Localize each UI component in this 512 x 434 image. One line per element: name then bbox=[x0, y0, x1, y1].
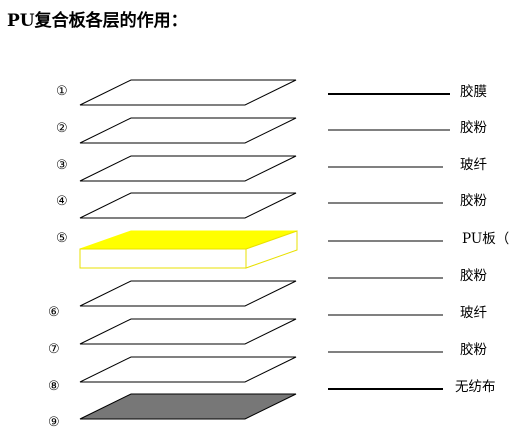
layer-1-sheet bbox=[79, 79, 297, 106]
layer-9-sheet bbox=[79, 393, 297, 420]
layer-2-number: ② bbox=[56, 121, 68, 136]
layer-3-number: ③ bbox=[56, 158, 68, 173]
layer-3-sheet bbox=[79, 155, 297, 182]
layer-5b: 胶粉 bbox=[328, 267, 487, 284]
page-title: PU复合板各层的作用： bbox=[7, 11, 188, 31]
layer-5: ⑤ PU板（ bbox=[56, 230, 509, 269]
layer-5b-label: 胶粉 bbox=[460, 267, 487, 284]
layer-7-sheet bbox=[79, 318, 297, 345]
layer-6: ⑥ 玻纤 bbox=[48, 280, 487, 321]
layer-7: ⑦ 胶粉 bbox=[48, 318, 487, 358]
layer-6-number: ⑥ bbox=[48, 305, 60, 320]
layer-7-label: 胶粉 bbox=[460, 341, 487, 358]
layer-6-label: 玻纤 bbox=[460, 305, 487, 321]
layer-8: ⑧ 无纺布 bbox=[48, 356, 496, 395]
layer-8-sheet bbox=[79, 356, 297, 383]
layer-2-label: 胶粉 bbox=[460, 119, 487, 136]
layer-1-label: 胶膜 bbox=[460, 83, 487, 100]
layer-8-number: ⑧ bbox=[48, 379, 60, 394]
layer-2: ② 胶粉 bbox=[56, 117, 487, 144]
layer-4-number: ④ bbox=[56, 194, 68, 209]
layer-5-label: PU板（ bbox=[462, 231, 509, 247]
layer-5-number: ⑤ bbox=[56, 231, 68, 246]
layer-4-sheet bbox=[79, 192, 297, 219]
layer-1-number: ① bbox=[56, 84, 68, 99]
layer-9-number: ⑨ bbox=[48, 415, 60, 430]
layer-1: ① 胶膜 bbox=[56, 79, 487, 106]
layer-4-label: 胶粉 bbox=[460, 192, 487, 209]
layer-7-number: ⑦ bbox=[48, 342, 60, 357]
layer-3: ③ 玻纤 bbox=[56, 155, 487, 182]
layer-5-board-front bbox=[79, 248, 247, 269]
layer-6-sheet bbox=[79, 280, 297, 307]
layer-4: ④ 胶粉 bbox=[56, 192, 487, 219]
layer-3-label: 玻纤 bbox=[460, 157, 487, 173]
layer-8-label: 无纺布 bbox=[455, 379, 496, 395]
layer-9: ⑨ bbox=[48, 393, 297, 430]
layer-2-sheet bbox=[79, 117, 297, 144]
